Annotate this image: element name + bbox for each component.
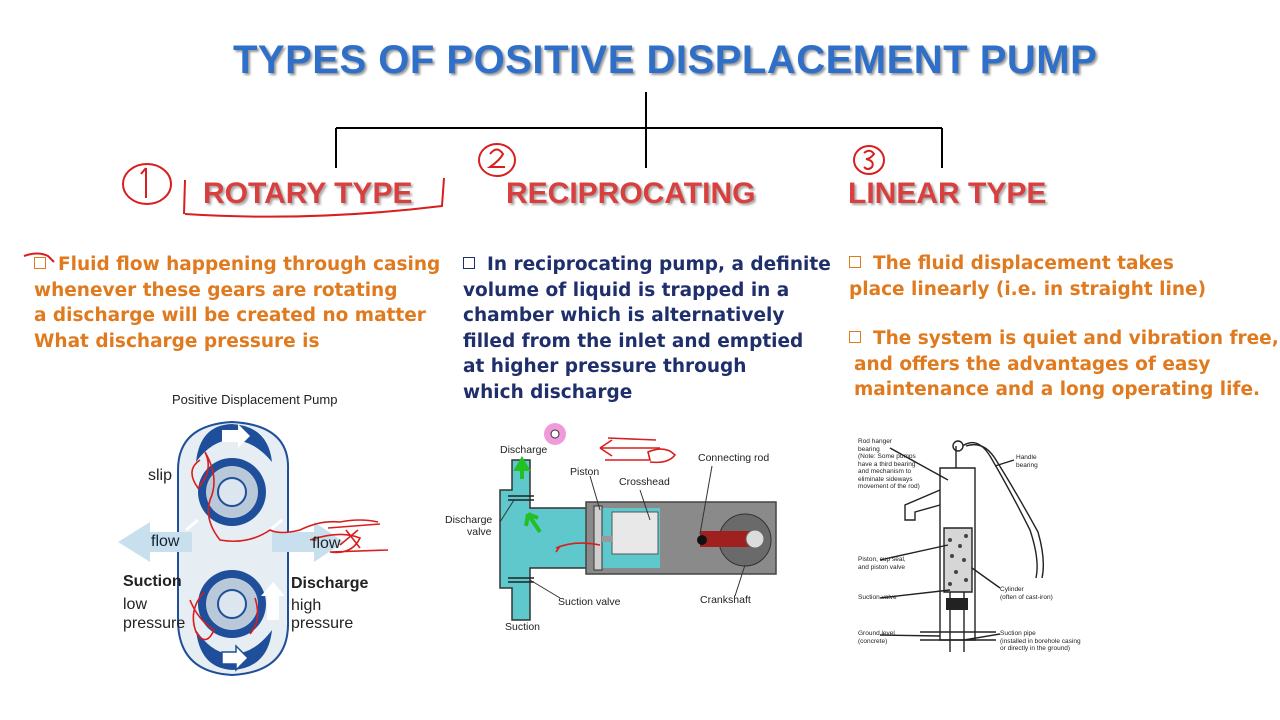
page-title: TYPES OF POSITIVE DISPLACEMENT PUMP xyxy=(233,38,1098,82)
number-marks xyxy=(23,143,885,263)
recip-crosshead-label: Crosshead xyxy=(619,476,670,488)
recip-piston-label: Piston xyxy=(570,466,600,478)
rotary-suction-sub2: pressure xyxy=(123,615,186,632)
recip-discharge-label: Discharge xyxy=(500,444,548,456)
linear-description-2: The system is quiet and vibration free, … xyxy=(849,326,1279,403)
rotary-suction-label: Suction xyxy=(123,573,182,590)
heading-rotary: ROTARY TYPE xyxy=(203,177,413,210)
rotary-flow-right-label: flow xyxy=(312,535,341,552)
rotary-suction-sub1: low xyxy=(123,596,148,613)
rotary-slip-label: slip xyxy=(148,467,173,484)
hp-handle-label: Handle bearing xyxy=(1016,454,1038,469)
rotary-discharge-sub1: high xyxy=(291,597,322,614)
rotary-discharge-sub2: pressure xyxy=(291,615,354,632)
rotary-flow-left-label: flow xyxy=(151,533,180,550)
reciprocating-description: In reciprocating pump, a definite volume… xyxy=(463,254,831,403)
recip-crankshaft-label: Crankshaft xyxy=(700,594,751,606)
recip-suction-valve-label: Suction valve xyxy=(558,596,621,608)
heading-reciprocating: RECIPROCATING xyxy=(506,177,756,210)
recip-discharge-valve-label-1: Discharge xyxy=(445,514,493,526)
bullet-icon xyxy=(463,257,475,269)
rotary-discharge-label: Discharge xyxy=(291,575,369,592)
bullet-icon xyxy=(34,257,46,269)
bullet-icon xyxy=(849,331,861,343)
hp-cylinder-label: Cylinder (often of cast-iron) xyxy=(1000,586,1053,601)
hp-suction-valve-label: Suction valve xyxy=(858,594,897,601)
hp-piston-label: Piston, cup seal, and piston valve xyxy=(858,556,906,571)
hp-suction-pipe-label: Suction pipe (installed in borehole casi… xyxy=(1000,630,1081,652)
linear-description-1: The fluid displacement takes place linea… xyxy=(849,253,1207,300)
rotary-diagram-title: Positive Displacement Pump xyxy=(172,392,338,407)
hp-ground-label: Ground level (concrete) xyxy=(858,630,895,645)
recip-discharge-valve-label-2: valve xyxy=(467,526,492,538)
hp-rod-hanger-label: Rod hanger bearing (Note: Some pumps hav… xyxy=(858,438,920,490)
bullet-icon xyxy=(849,256,861,268)
recip-connecting-rod-label: Connecting rod xyxy=(698,452,770,464)
rotary-description: Fluid flow happening through casing when… xyxy=(34,254,441,352)
recip-suction-label: Suction xyxy=(505,621,541,633)
heading-linear: LINEAR TYPE xyxy=(848,177,1047,210)
